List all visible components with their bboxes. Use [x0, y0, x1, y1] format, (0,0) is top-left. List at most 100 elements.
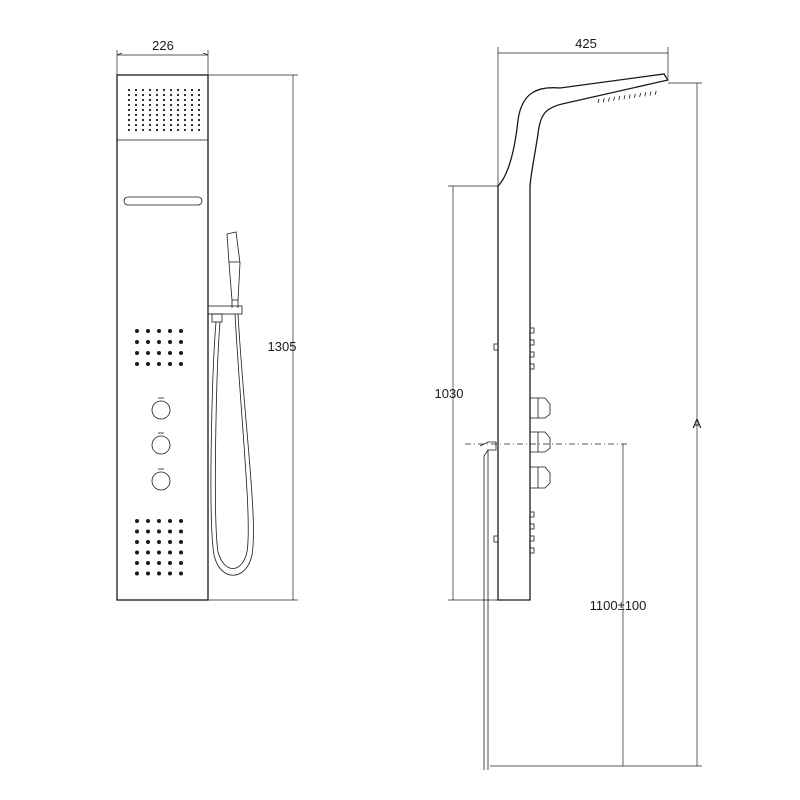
- rain-nozzle: [127, 113, 131, 117]
- side-jet: [529, 327, 535, 334]
- rain-nozzle: [134, 128, 138, 132]
- body-jet: [146, 540, 150, 544]
- rain-nozzle: [190, 113, 194, 117]
- rain-nozzle: [148, 123, 152, 127]
- control-knob: [151, 397, 171, 420]
- side-control-handle: [530, 397, 551, 419]
- rain-nozzle: [127, 93, 131, 97]
- rain-nozzle: [134, 123, 138, 127]
- front-height-dimension: [208, 74, 298, 601]
- head-nozzle: [602, 98, 605, 103]
- head-nozzle: [639, 92, 641, 98]
- rain-nozzle: [127, 98, 131, 102]
- rain-nozzle: [197, 118, 201, 122]
- rain-nozzle: [155, 103, 159, 107]
- rain-nozzle: [141, 113, 145, 117]
- side-control-handle: [530, 466, 551, 489]
- rain-nozzle: [190, 88, 194, 92]
- body-jet: [157, 540, 161, 544]
- body-jet: [168, 362, 172, 366]
- water-supply-pipe: [479, 441, 497, 770]
- body-jet: [168, 529, 172, 534]
- head-nozzle: [628, 94, 631, 99]
- body-jet: [157, 329, 161, 333]
- body-jet: [157, 529, 161, 534]
- rain-nozzle: [134, 88, 138, 92]
- rain-nozzle: [148, 88, 152, 92]
- rain-nozzle: [148, 118, 152, 122]
- rain-nozzle: [141, 88, 145, 92]
- head-nozzles: [597, 90, 657, 104]
- front-view: 226 1305: [116, 38, 298, 601]
- rain-nozzle: [155, 108, 159, 112]
- rain-nozzle: [127, 128, 131, 132]
- rain-nozzle: [148, 103, 152, 107]
- rain-nozzle: [134, 108, 138, 112]
- rain-nozzle: [141, 128, 145, 132]
- rain-nozzle: [155, 113, 159, 117]
- body-jet: [179, 519, 183, 523]
- body-jet: [146, 550, 150, 555]
- body-jet: [157, 340, 161, 344]
- shower-hose-inner: [214, 313, 249, 569]
- rain-nozzle: [176, 108, 180, 112]
- rain-nozzle: [183, 103, 187, 107]
- body-jet: [168, 550, 172, 555]
- body-jet: [146, 529, 150, 534]
- rain-nozzle: [162, 108, 166, 112]
- front-width-dimension: [116, 50, 209, 75]
- rain-nozzle: [183, 128, 187, 132]
- body-jet: [168, 329, 172, 333]
- rain-nozzle: [183, 98, 187, 102]
- side-body-jets: [529, 327, 535, 554]
- head-nozzle: [608, 97, 610, 102]
- body-jet: [157, 550, 161, 555]
- rain-nozzle: [169, 103, 173, 107]
- rain-nozzle: [155, 98, 159, 102]
- side-depth-dimension: [497, 47, 669, 186]
- rain-nozzle: [169, 128, 173, 132]
- rain-nozzle: [141, 118, 145, 122]
- body-jet: [146, 519, 150, 523]
- rain-nozzle: [176, 98, 180, 102]
- rain-nozzle: [169, 118, 173, 122]
- rain-nozzle: [134, 93, 138, 97]
- side-mount-label: 1030: [435, 386, 464, 401]
- body-jet: [157, 519, 161, 523]
- rain-nozzle: [148, 108, 152, 112]
- body-jet: [146, 571, 150, 576]
- side-nub: [493, 535, 499, 543]
- hand-shower: [226, 231, 241, 308]
- rain-nozzle: [176, 113, 180, 117]
- rain-nozzle: [155, 88, 159, 92]
- side-jet: [529, 535, 535, 542]
- body-jet: [179, 362, 183, 366]
- front-panel-outline: [116, 74, 209, 601]
- rain-nozzle: [197, 88, 201, 92]
- rain-nozzle: [134, 118, 138, 122]
- body-jet: [146, 351, 150, 355]
- body-jet: [179, 561, 183, 565]
- body-jet: [179, 529, 183, 534]
- rain-nozzle: [197, 128, 201, 132]
- rain-nozzle: [134, 113, 138, 117]
- body-jet: [168, 540, 172, 544]
- body-jet: [179, 540, 183, 544]
- rain-nozzle: [162, 93, 166, 97]
- body-jet: [157, 362, 161, 366]
- rain-nozzle: [183, 123, 187, 127]
- rain-nozzle: [176, 128, 180, 132]
- rain-nozzle: [197, 113, 201, 117]
- rain-nozzle: [155, 123, 159, 127]
- rain-nozzle: [127, 108, 131, 112]
- total-height-dimension: [628, 82, 702, 767]
- rain-nozzle: [190, 128, 194, 132]
- side-nub: [493, 343, 499, 351]
- rain-nozzle: [155, 118, 159, 122]
- side-jet: [529, 511, 535, 518]
- body-jet: [135, 550, 139, 555]
- rain-nozzle: [176, 118, 180, 122]
- supply-height-dimension: [490, 444, 628, 767]
- hand-shower-holder: [207, 305, 243, 323]
